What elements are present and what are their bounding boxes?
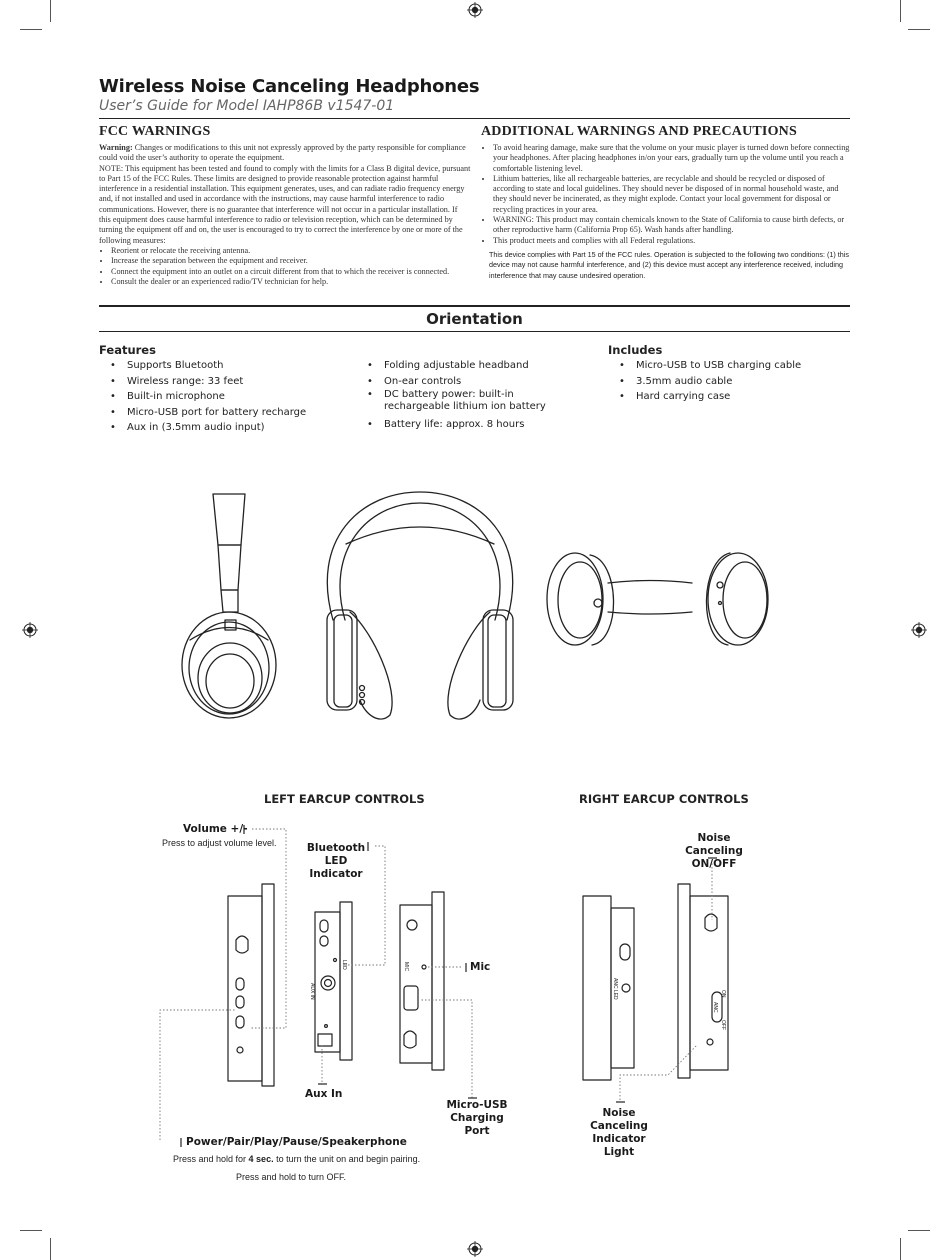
crop-mark (908, 29, 930, 30)
power-button-label: Power/Pair/Play/Pause/Speakerphone (186, 1136, 407, 1148)
crop-mark (20, 29, 42, 30)
nc-switch-line2: ON/OFF (691, 858, 737, 870)
micro-usb-line2: Charging Port (450, 1112, 504, 1137)
headphone-folded-view-icon (546, 552, 769, 646)
additional-list: To avoid hearing damage, make sure that … (481, 143, 853, 246)
registration-mark-icon (22, 622, 38, 638)
registration-mark-icon (467, 2, 483, 18)
features-list-1: Supports Bluetooth Wireless range: 33 fe… (99, 358, 349, 436)
crop-mark (900, 0, 901, 22)
list-item: Consult the dealer or an experienced rad… (111, 277, 471, 287)
feature-item: DC battery power: built-in rechargeable … (356, 389, 556, 417)
fcc-warning-label: Warning: (99, 143, 133, 152)
noise-canceling-light-label: Noise Canceling Indicator Light (577, 1107, 661, 1159)
registration-mark-icon (911, 622, 927, 638)
nc-switch-line1: Noise Canceling (685, 832, 743, 857)
crop-mark (50, 1238, 51, 1260)
power-desc: Press and hold for 4 sec. to turn the un… (173, 1154, 420, 1164)
bluetooth-led-line2: LED Indicator (309, 855, 363, 880)
mic-port-label: MIC (403, 962, 409, 972)
fcc-compliance-note: This device complies with Part 15 of the… (489, 250, 849, 280)
list-item: Increase the separation between the equi… (111, 256, 471, 266)
include-item: Micro-USB to USB charging cable (608, 358, 848, 374)
list-item: WARNING: This product may contain chemic… (493, 215, 853, 236)
mic-label: Mic (470, 961, 491, 973)
feature-item: Folding adjustable headband (356, 358, 556, 374)
headphone-side-view-icon (181, 493, 277, 719)
includes-list: Micro-USB to USB charging cable 3.5mm au… (608, 358, 848, 405)
volume-desc: Press to adjust volume level. (162, 838, 277, 848)
includes-heading: Includes (608, 343, 663, 357)
page-subtitle: User’s Guide for Model IAHP86B v1547-01 (99, 98, 395, 114)
nc-light-line2: Indicator Light (592, 1133, 646, 1158)
fcc-note: NOTE: This equipment has been tested and… (99, 163, 471, 245)
list-item: Reorient or relocate the receiving anten… (111, 246, 471, 256)
aux-in-label: Aux In (305, 1088, 343, 1100)
list-item: Lithium batteries, like all rechargeable… (493, 174, 853, 215)
features-heading: Features (99, 343, 156, 357)
feature-item: Battery life: approx. 8 hours (356, 417, 556, 433)
list-item: To avoid hearing damage, make sure that … (493, 143, 853, 174)
micro-usb-label: Micro-USB Charging Port (436, 1099, 518, 1138)
crop-mark (50, 0, 51, 22)
left-controls-heading: LEFT EARCUP CONTROLS (264, 792, 425, 806)
anc-switch-label: ANC (712, 1002, 718, 1013)
feature-item: Wireless range: 33 feet (99, 374, 349, 390)
off-switch-label: OFF (720, 1020, 726, 1030)
orientation-top-rule (99, 305, 850, 307)
on-switch-label: ON (720, 990, 726, 998)
list-item: Connect the equipment into an outlet on … (111, 267, 471, 277)
anc-led-label: ANC LED (612, 978, 618, 1000)
headphone-front-view-icon (326, 491, 514, 720)
bluetooth-led-label: Bluetooth LED Indicator (304, 842, 368, 881)
fcc-body: Warning: Changes or modifications to thi… (99, 143, 471, 287)
include-item: 3.5mm audio cable (608, 374, 848, 390)
page-title: Wireless Noise Canceling Headphones (99, 76, 480, 97)
right-controls-heading: RIGHT EARCUP CONTROLS (579, 792, 749, 806)
micro-usb-line1: Micro-USB (446, 1099, 508, 1111)
power-desc-post: to turn the unit on and begin pairing. (273, 1154, 421, 1164)
list-item: This product meets and complies with all… (493, 236, 853, 246)
bluetooth-led-line1: Bluetooth (306, 842, 366, 854)
nc-light-line1: Noise Canceling (590, 1107, 648, 1132)
crop-mark (20, 1230, 42, 1231)
led-port-label: LED (341, 960, 347, 970)
crop-mark (908, 1230, 930, 1231)
registration-mark-icon (467, 1241, 483, 1257)
orientation-heading: Orientation (426, 310, 523, 328)
crop-mark (900, 1238, 901, 1260)
power-desc-bold: 4 sec. (248, 1154, 274, 1164)
noise-canceling-switch-label: Noise Canceling ON/OFF (672, 832, 756, 871)
additional-heading: ADDITIONAL WARNINGS AND PRECAUTIONS (481, 124, 797, 139)
fcc-heading: FCC WARNINGS (99, 124, 211, 139)
fcc-warning-text: Changes or modifications to this unit no… (99, 143, 466, 163)
include-item: Hard carrying case (608, 389, 848, 405)
feature-item: Built-in microphone (99, 389, 349, 405)
feature-item: On-ear controls (356, 374, 556, 390)
header-divider (99, 118, 850, 119)
additional-body: To avoid hearing damage, make sure that … (481, 143, 853, 246)
features-list-2: Folding adjustable headband On-ear contr… (356, 358, 556, 433)
orientation-bottom-rule (99, 331, 850, 332)
volume-label: Volume +/- (183, 823, 248, 835)
fcc-measures-list: Reorient or relocate the receiving anten… (99, 246, 471, 287)
power-desc-pre: Press and hold for (173, 1154, 249, 1164)
power-desc-2: Press and hold to turn OFF. (236, 1172, 347, 1182)
feature-item: Aux in (3.5mm audio input) (99, 420, 349, 436)
feature-item: Micro-USB port for battery recharge (99, 405, 349, 421)
aux-in-port-label: AUX IN (309, 983, 315, 1000)
feature-item: Supports Bluetooth (99, 358, 349, 374)
